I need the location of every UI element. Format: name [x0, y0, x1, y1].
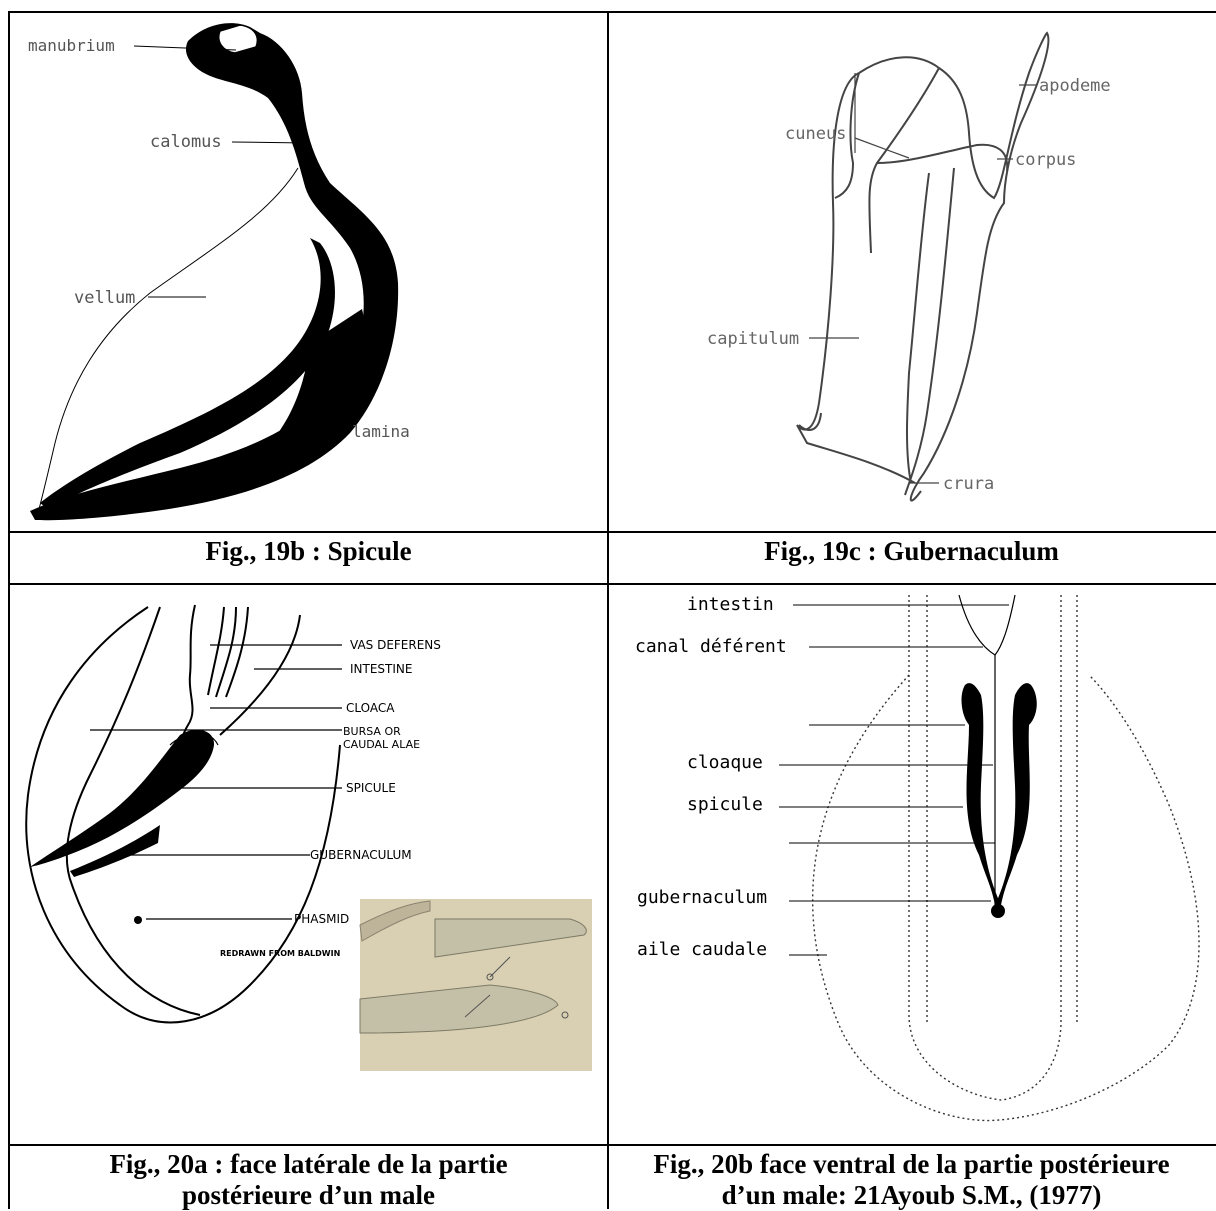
label-calomus: calomus — [150, 132, 222, 152]
label-cloaque: cloaque — [687, 752, 763, 773]
label-apodeme: apodeme — [1039, 76, 1111, 96]
caption-fig20a: Fig., 20a : face latérale de la partie p… — [10, 1149, 607, 1211]
label-intestin: intestin — [687, 594, 774, 615]
label-bursa-line2: CAUDAL ALAE — [343, 738, 420, 751]
label-spicule: spicule — [687, 794, 763, 815]
label-phasmid: PHASMID — [294, 912, 349, 926]
label-redrawn-from-baldwin: REDRAWN FROM BALDWIN — [220, 949, 340, 958]
label-manubrium: manubrium — [28, 36, 115, 55]
figure-19b-spicule: manubrium calomus vellum lamina — [10, 13, 607, 531]
caption-fig20b-line1: Fig., 20b face ventral de la partie post… — [609, 1149, 1214, 1180]
label-gubernaculum: gubernaculum — [637, 887, 767, 908]
table-divider-row3 — [8, 1144, 1216, 1146]
label-lamina: lamina — [352, 422, 410, 441]
label-crura: crura — [943, 474, 994, 494]
caption-fig20b: Fig., 20b face ventral de la partie post… — [609, 1149, 1214, 1211]
caption-fig20a-line1: Fig., 20a : face latérale de la partie — [10, 1149, 607, 1180]
label-capitulum: capitulum — [707, 329, 799, 349]
caption-fig19b: Fig., 19b : Spicule — [10, 536, 607, 567]
caption-fig19c: Fig., 19c : Gubernaculum — [609, 536, 1214, 567]
label-spicule: SPICULE — [346, 781, 396, 795]
caption-fig20a-line2: postérieure d’un male — [10, 1180, 607, 1211]
caption-fig20b-line2: d’un male: 21Ayoub S.M., (1977) — [609, 1180, 1214, 1211]
label-bursa-line1: BURSA OR — [343, 725, 401, 738]
label-canal-deferent: canal déférent — [635, 636, 787, 657]
label-vas-deferens: VAS DEFERENS — [350, 638, 441, 652]
label-cuneus: cuneus — [785, 124, 846, 144]
label-intestine: INTESTINE — [350, 662, 412, 676]
table-divider-row1 — [8, 531, 1216, 533]
label-gubernaculum: GUBERNACULUM — [310, 848, 412, 862]
figure-20a-lateral: VAS DEFERENS INTESTINE CLOACA BURSA OR C… — [10, 585, 607, 1144]
micrograph-image — [360, 899, 592, 1071]
label-corpus: corpus — [1015, 150, 1076, 170]
label-cloaca: CLOACA — [346, 701, 395, 715]
figure-19c-gubernaculum: apodeme cuneus corpus capitulum crura — [609, 13, 1214, 531]
figure-20b-ventral: intestin canal déférent cloaque spicule … — [609, 585, 1214, 1144]
label-vellum: vellum — [74, 288, 135, 308]
label-aile-caudale: aile caudale — [637, 939, 767, 960]
